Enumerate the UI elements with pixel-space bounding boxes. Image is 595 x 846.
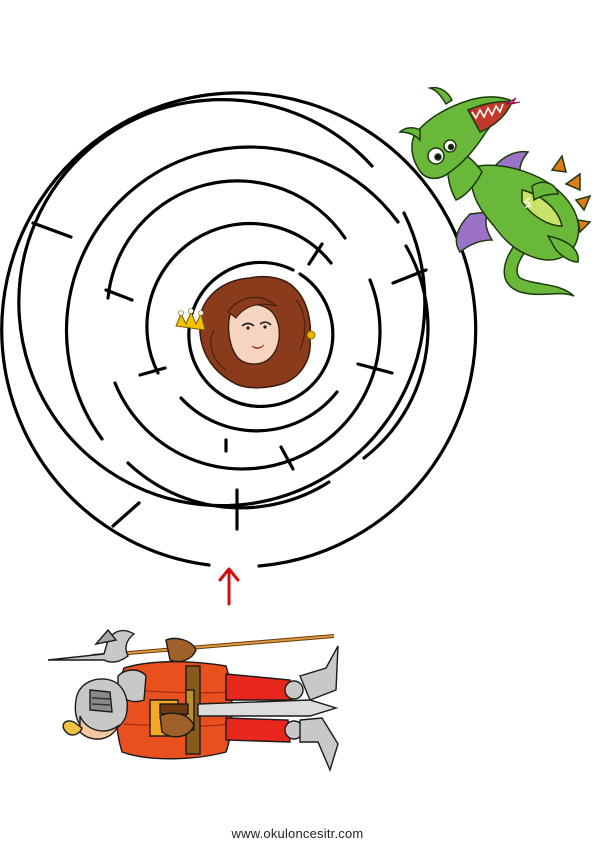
maze-ring-4a [106, 179, 347, 300]
dragon-icon [398, 86, 592, 297]
maze-radial-wall [111, 501, 141, 528]
crown-icon [175, 308, 206, 331]
maze-radial-wall [307, 242, 324, 266]
maze-radial-wall [356, 362, 394, 375]
maze-ring-5a [145, 221, 333, 375]
maze-radial-wall [279, 445, 295, 471]
knight-icon [47, 628, 339, 773]
circular-maze [0, 91, 478, 568]
halberd-blade [47, 629, 136, 663]
maze-radial-wall [31, 221, 73, 239]
maze-ring-3b [362, 244, 430, 460]
knight-legs [225, 673, 293, 701]
maze-ring-1 [0, 91, 478, 568]
maze-ring-3c [126, 461, 331, 510]
website-url: www.okuloncesitr.com [231, 826, 364, 841]
maze-ring-5b [179, 390, 339, 433]
sword-blade [197, 699, 339, 717]
maze-radial-wall [138, 366, 167, 377]
princess-face-icon [199, 275, 316, 389]
dragon-wing [455, 211, 494, 254]
maze-radial-wall [104, 288, 134, 302]
maze-radial-wall [391, 268, 428, 285]
maze-ring-6 [187, 260, 335, 409]
maze-ring-2 [17, 98, 427, 508]
maze-ring-3a [64, 145, 400, 441]
maze-ring-4b [113, 278, 382, 471]
princess-face [227, 303, 280, 365]
up-arrow-icon [218, 567, 240, 606]
